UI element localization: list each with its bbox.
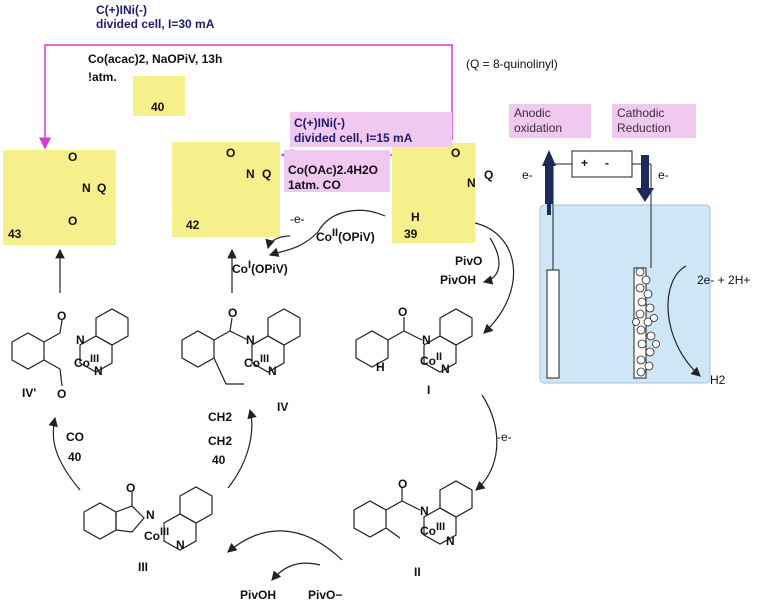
mid-condition-line2: divided cell, I=15 mA: [294, 131, 413, 145]
compound-39-label: 39: [404, 227, 418, 241]
hydrogen-label: H2: [710, 373, 726, 387]
anode-electron-label: e-: [522, 168, 533, 182]
compound-42-label: 42: [186, 218, 200, 232]
atom-O-39: O: [451, 146, 461, 160]
mid-condition-line1: C(+)INi(-): [294, 116, 345, 130]
anode-electrode: [546, 269, 560, 379]
atom-O-I: O: [398, 305, 408, 319]
intermediate-IV-label: IV: [277, 400, 289, 414]
condition-box-mid: [290, 112, 452, 147]
co-compound-40: 40: [68, 450, 82, 464]
compound-box-42: [172, 142, 280, 237]
oxidation-label-top: -e-: [290, 212, 305, 226]
atom-Q-39: Q: [484, 168, 494, 182]
cathodic-reduction-tag: Cathodic Reduction: [612, 104, 696, 138]
atom-O-IVp-a: O: [57, 309, 67, 323]
compound-box-40: [133, 76, 185, 116]
atom-N-IVp: N: [76, 333, 85, 347]
atom-N-43: N: [82, 181, 91, 195]
atom-O-III: O: [126, 481, 136, 495]
atom-Nq-IVp: N: [94, 364, 103, 378]
structure-II: [353, 480, 473, 545]
atom-Nq-IV: N: [268, 364, 277, 378]
atom-Co-IVp: CoIII: [74, 353, 100, 370]
top-condition-line1: C(+)INi(-): [96, 3, 147, 17]
q-definition-note: (Q = 8-quinolinyl): [466, 57, 558, 71]
atom-O-42: O: [226, 146, 236, 160]
atom-Co-I: CoII: [420, 351, 443, 368]
pivalate-label-bottom: PivO−: [308, 588, 343, 602]
atom-Q-42: Q: [262, 167, 272, 181]
atom-Co-IV: CoIII: [244, 353, 270, 370]
condition-box-mid-lower: [284, 150, 390, 192]
atom-Nq-III: N: [176, 538, 185, 552]
top-condition-reagents: Co(acac)2, NaOPiV, 13h: [88, 52, 223, 66]
atom-Q-43: Q: [97, 181, 107, 195]
carbon-monoxide-label: CO: [66, 430, 84, 444]
ethylene-compound-40: 40: [212, 453, 226, 467]
top-condition-atm: !atm.: [88, 70, 117, 84]
proton-reduction-label: 2e- + 2H+: [697, 273, 751, 287]
power-plus: +: [581, 156, 589, 170]
atom-H-I: H: [376, 360, 385, 374]
compound-40-label: 40: [151, 100, 165, 114]
compound-box-43: [3, 150, 116, 245]
h2-evolution-arrow: [667, 265, 701, 377]
structure-I: [355, 308, 473, 373]
structure-IVp: [11, 308, 129, 387]
mid-condition-line3: Co(OAc)2.4H2O: [288, 163, 379, 177]
atom-O-43a: O: [68, 150, 78, 164]
atom-N-42: N: [246, 167, 255, 181]
cobalt-II-label: CoII(OPiV): [316, 227, 375, 244]
ethylene-ch2-bottom: CH2: [208, 434, 233, 448]
atom-H-39: H: [411, 210, 420, 224]
h2-bubbles: [632, 267, 660, 377]
atom-O-43b: O: [68, 214, 78, 228]
atom-O-IVp-b: O: [57, 387, 67, 401]
oxidation-label-right: -e-: [497, 430, 512, 444]
power-minus: -: [605, 156, 609, 170]
pivalic-acid-label-bottom: PivOH: [240, 588, 277, 602]
atom-N-I: N: [422, 333, 431, 347]
electrolysis-cell: [539, 204, 711, 384]
mid-condition-line4: 1atm. CO: [288, 178, 341, 192]
structure-III: [83, 486, 213, 551]
intermediate-III-label: III: [138, 560, 149, 574]
intermediate-I-label: I: [427, 383, 431, 397]
intermediate-II-label: II: [414, 565, 421, 579]
arrow-cobalt-regeneration: [268, 209, 386, 257]
arrow-I-to-II: [475, 394, 498, 491]
ethylene-ch2-top: CH2: [208, 410, 233, 424]
atom-N-II: N: [420, 504, 429, 518]
pivalic-acid-label-top: PivOH: [440, 273, 477, 287]
atom-Nq-I: N: [441, 362, 450, 376]
atom-N-IV: N: [246, 333, 255, 347]
cathode-electron-arrow: [636, 155, 654, 202]
compound-43-label: 43: [8, 227, 22, 241]
anodic-oxidation-tag: Anodic oxidation: [509, 104, 591, 138]
pivalate-label-top: PivO: [455, 254, 483, 268]
arrow-III-to-IVp: [48, 416, 81, 491]
magenta-arrow-top: [39, 44, 453, 150]
cobalt-I-label: CoI(OPiV): [232, 259, 288, 276]
atom-O-II: O: [398, 477, 408, 491]
atom-O-IV: O: [228, 306, 238, 320]
structure-IV: [181, 308, 301, 385]
arrow-39-to-I: [469, 221, 515, 334]
compound-box-39: [392, 143, 475, 243]
atom-Co-II: CoIII: [420, 521, 446, 538]
atom-N-III: N: [146, 508, 155, 522]
arrow-III-to-IV: [227, 408, 257, 489]
intermediate-IVp-label: IV': [22, 386, 37, 400]
atom-Co-III: CoIII: [144, 526, 170, 543]
atom-N-39: N: [467, 176, 476, 190]
arrow-II-to-III: [227, 530, 343, 561]
top-condition-line2: divided cell, I=30 mA: [96, 17, 215, 31]
atom-Nq-II: N: [446, 534, 455, 548]
cathode-electron-label: e-: [658, 168, 669, 182]
